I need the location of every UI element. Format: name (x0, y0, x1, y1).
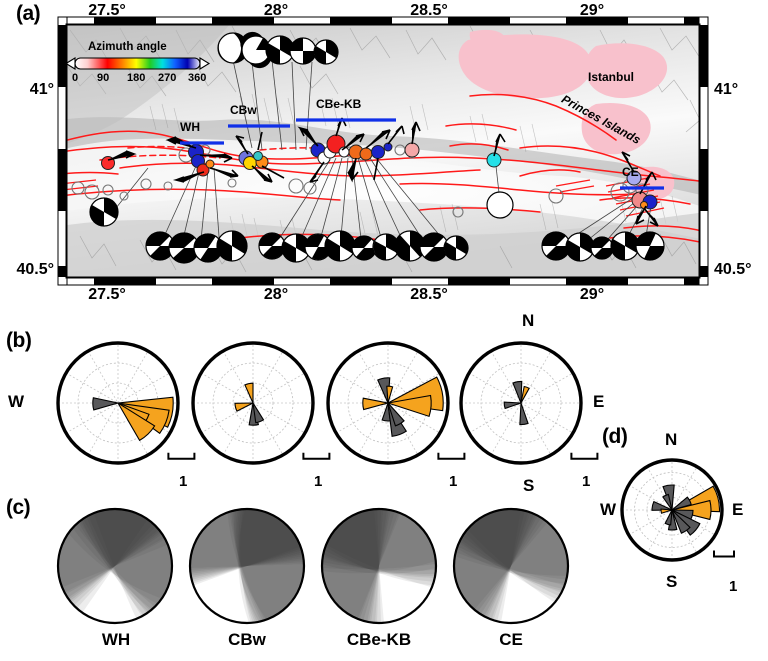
place-label-istanbul: Istanbul (588, 70, 635, 84)
beachball-bottom-left (145, 230, 248, 264)
beachball-bottom-east (541, 231, 665, 262)
rose-scale-bracket (437, 452, 466, 460)
beachball-label-ce: CE (499, 630, 523, 649)
map-event-markers (71, 117, 659, 227)
map-panel[interactable] (0, 0, 768, 310)
map-lon-tick-bottom-0: 27.5° (88, 286, 126, 303)
colorbar-tick-180: 180 (127, 72, 146, 84)
rose-scale-bracket (570, 452, 599, 460)
rose-WH (56, 341, 196, 465)
rose-b-scale-label-0: 1 (179, 473, 188, 490)
cluster-extent-bars (180, 118, 664, 190)
rose-d-scale-label: 1 (729, 578, 738, 595)
map-lon-tick-top-3: 29° (579, 2, 605, 19)
rose-b-cardinal-east: E (593, 392, 605, 411)
map-frame (57, 16, 709, 286)
rose-d (620, 458, 735, 562)
beachball-stack-cbe-kb (320, 507, 438, 625)
map-lat-tick-left-405: 40.5° (16, 261, 54, 278)
beachball-label-wh: WH (101, 630, 131, 649)
map-focal-mechanisms (89, 31, 665, 264)
rose-d-cardinal-south: S (666, 572, 678, 591)
rose-b-scale-label-1: 1 (314, 473, 323, 490)
beachball-stack-cbw (188, 507, 306, 625)
colorbar-title: Azimuth angle (88, 41, 167, 53)
beachball-label-cbe-kb: CBe-KB (346, 630, 412, 649)
rose-diagrams-b[interactable] (0, 0, 768, 500)
panel-label-a: (a) (16, 2, 41, 25)
panel-label-d: (d) (602, 425, 628, 448)
rose-b-scale-label-3: 1 (582, 473, 591, 490)
rose-CBw (191, 341, 331, 465)
panel-label-c: (c) (6, 496, 31, 519)
beachball-stack-ce (452, 507, 570, 625)
rose-d-cardinal-north: N (665, 430, 678, 449)
panel-label-b: (b) (6, 329, 32, 352)
cluster-label-ce: CE (622, 165, 639, 179)
rose-b-cardinal-north: N (522, 311, 535, 330)
rose-scale-bracket (167, 452, 196, 460)
colorbar-tick-360: 360 (188, 72, 207, 84)
map-lat-tick-right-41: 41° (714, 81, 739, 98)
rose-scale-bracket (713, 550, 735, 558)
map-lat-tick-right-405: 40.5° (714, 261, 752, 278)
rose-b-cardinal-west: W (8, 392, 25, 411)
cluster-label-cbw: CBw (230, 103, 257, 117)
map-lon-tick-top-1: 28° (263, 2, 289, 19)
rose-b-scale-label-2: 1 (449, 473, 458, 490)
urban-area (458, 29, 675, 200)
rose-CBe-KB (326, 341, 466, 465)
cluster-label-wh: WH (180, 120, 200, 134)
beachball-stack-wh (56, 507, 174, 625)
rose-CE (459, 341, 599, 465)
map-colorbar (64, 57, 211, 70)
map-lat-tick-left-41: 41° (29, 81, 54, 98)
rose-scale-bracket (302, 452, 331, 460)
colorbar-tick-0: 0 (72, 72, 79, 84)
map-lon-tick-bottom-1: 28° (263, 286, 289, 303)
beachball-top-row (217, 31, 339, 69)
beachball-bottom-center (258, 230, 469, 263)
map-lon-tick-bottom-2: 28.5° (410, 286, 448, 303)
beachball-label-cbw: CBw (228, 630, 266, 649)
map-lon-tick-bottom-3: 29° (579, 286, 605, 303)
rose-b-cardinal-south: S (523, 476, 535, 495)
cluster-label-cbe-kb: CBe-KB (316, 97, 362, 111)
rose-d-cardinal-east: E (732, 500, 744, 519)
map-lon-tick-top-2: 28.5° (410, 2, 448, 19)
rose-d-cardinal-west: W (600, 500, 617, 519)
colorbar-tick-90: 90 (97, 72, 110, 84)
map-lon-tick-top-0: 27.5° (88, 2, 126, 19)
colorbar-tick-270: 270 (158, 72, 177, 84)
